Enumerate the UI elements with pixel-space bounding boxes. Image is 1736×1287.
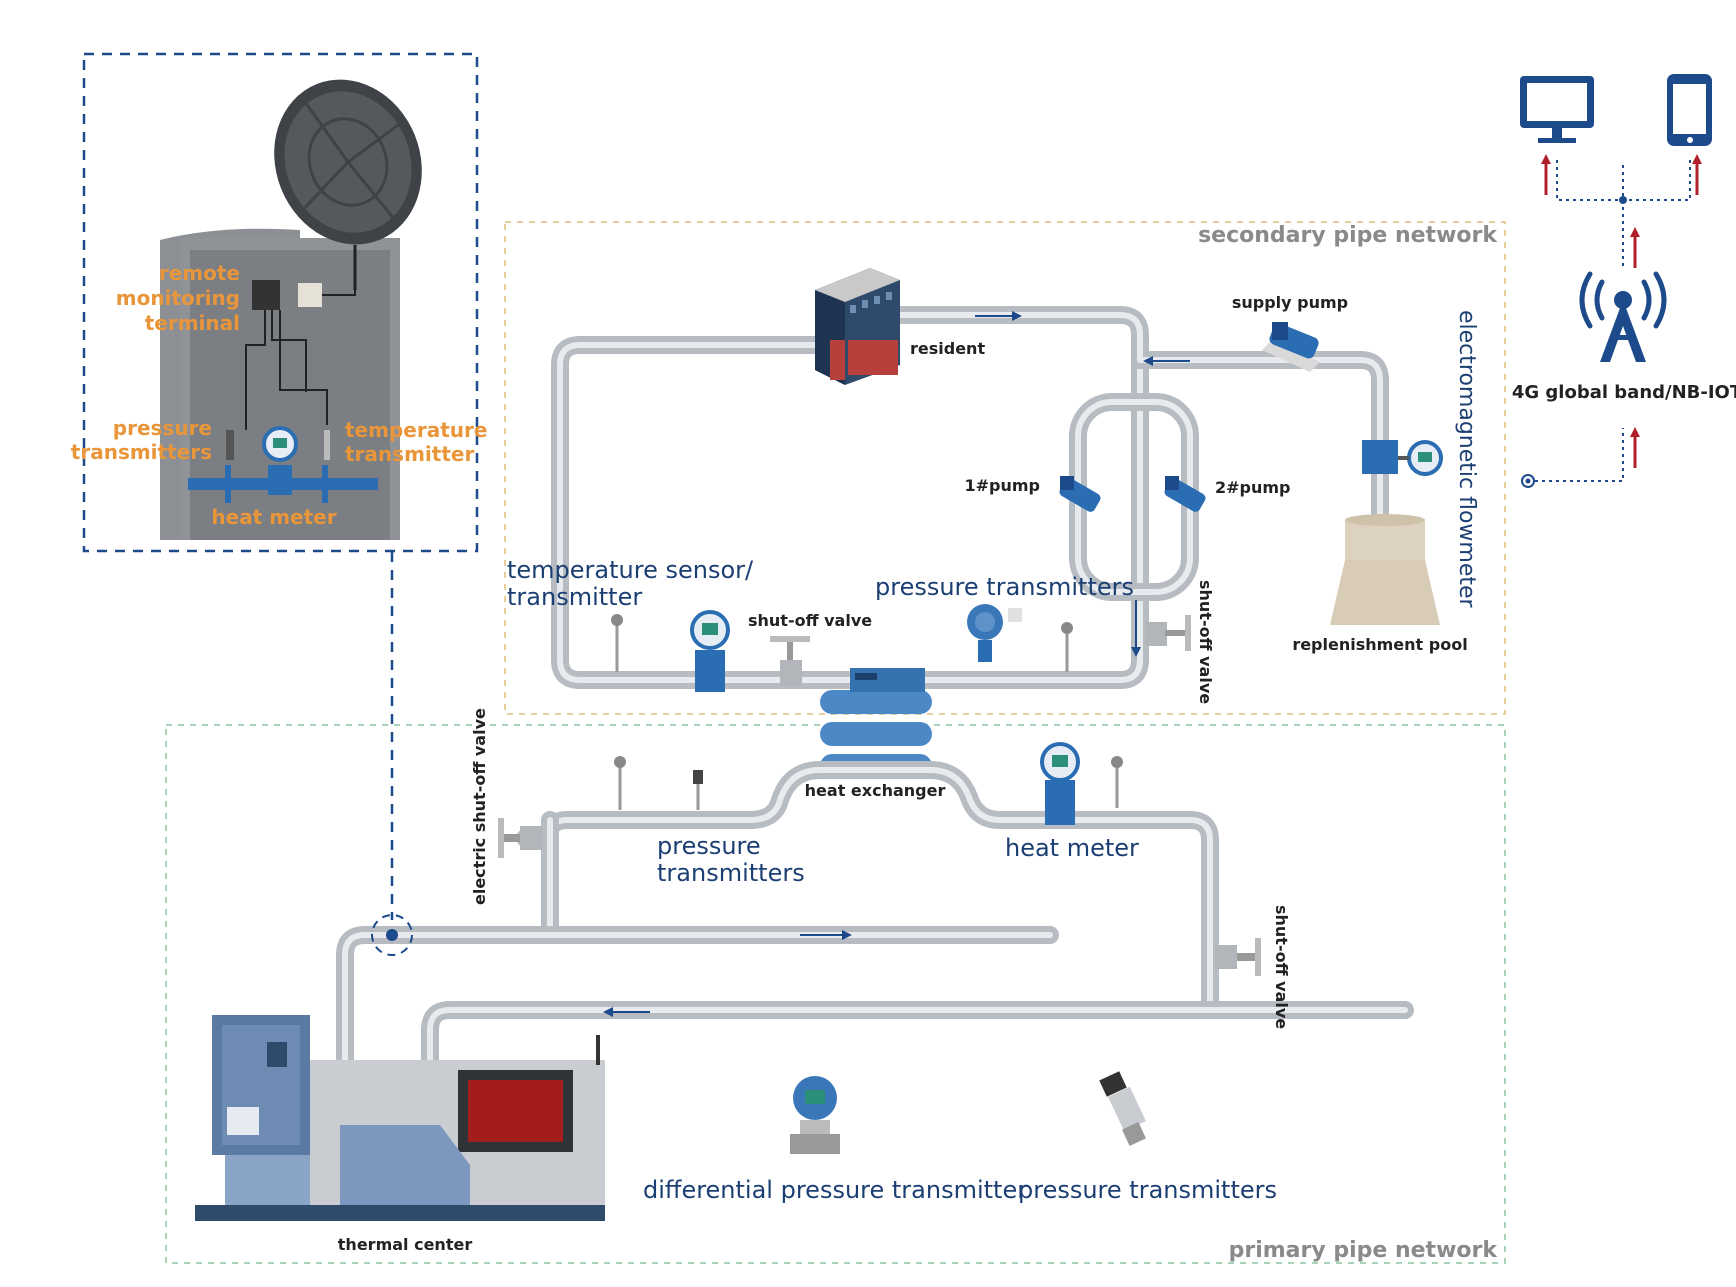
- inset-pressure-transmitters-line-2: transmitters: [71, 440, 212, 464]
- flowmeter-network-link: [1528, 428, 1624, 482]
- primary-heat-meter-label: heat meter: [1005, 834, 1139, 862]
- thermal-center-label: thermal center: [338, 1235, 473, 1254]
- monitor-icon: [1520, 76, 1594, 143]
- electric-shutoff-valve-icon: [498, 818, 542, 858]
- inset-remote-terminal-line-1: remote: [159, 261, 240, 285]
- pressure-transmitters-bottom-label: pressure transmitters: [1018, 1176, 1277, 1204]
- primary-shutoff-valve-label: shut-off valve: [1272, 905, 1291, 1029]
- secondary-heat-meter-icon: [690, 610, 730, 692]
- supply-pump-icon: [1262, 322, 1320, 372]
- resident-building-icon: [815, 268, 900, 385]
- supply-pump-label: supply pump: [1232, 293, 1348, 312]
- pipe-junction-node: [371, 914, 413, 956]
- pressure-transmitter-bottom-icon: [1099, 1071, 1146, 1146]
- heat-exchanger-label: heat exchanger: [805, 781, 946, 800]
- inset-pressure-transmitters-line-1: pressure: [113, 416, 212, 440]
- electromagnetic-flowmeter-label: electromagnetic flowmeter: [1454, 310, 1479, 609]
- inset-panel: remote monitoring terminal pressure tran…: [71, 52, 487, 553]
- electric-shutoff-valve-label: electric shut-off valve: [470, 708, 489, 905]
- pump-2-label: 2#pump: [1215, 478, 1291, 497]
- inset-remote-terminal-line-2: monitoring: [116, 286, 240, 310]
- primary-pressure-sensor-icon: [693, 770, 703, 810]
- primary-pressure-transmitters-line-2: transmitters: [657, 859, 805, 887]
- temperature-sensor-icon: [611, 614, 623, 672]
- inset-remote-terminal-line-3: terminal: [145, 311, 240, 335]
- pump-1-label: 1#pump: [964, 476, 1040, 495]
- secondary-pressure-transmitters-label: pressure transmitters: [875, 573, 1134, 601]
- inset-temperature-transmitter-line-1: temperature: [345, 418, 487, 442]
- replenishment-pool-icon: [1330, 514, 1440, 625]
- network-link-node: [1619, 196, 1627, 204]
- data-upload-arrows: [1541, 154, 1702, 468]
- secondary-temperature-probe-icon: [1061, 622, 1073, 672]
- temperature-sensor-label-line-2: transmitter: [507, 583, 642, 611]
- shutoff-valve-left-label: shut-off valve: [748, 611, 872, 630]
- primary-shutoff-valve-icon: [1215, 938, 1261, 976]
- electromagnetic-flowmeter-icon: [1362, 440, 1443, 476]
- antenna-tower-icon: [1579, 271, 1667, 362]
- pressure-transmitter-icon: [967, 604, 1022, 662]
- shutoff-valve-right-label: shut-off valve: [1196, 580, 1215, 704]
- primary-pipes: [336, 761, 1414, 1069]
- pump-1-icon: [1059, 476, 1101, 512]
- secondary-zone-border: [504, 221, 1506, 715]
- differential-pressure-transmitter-icon: [790, 1076, 840, 1154]
- shutoff-valve-left-icon: [770, 636, 810, 686]
- secondary-zone-label: secondary pipe network: [1198, 223, 1498, 248]
- thermal-center-boiler-icon: [195, 1015, 605, 1221]
- pump-2-icon: [1164, 476, 1206, 512]
- inset-temperature-transmitter-line-2: transmitter: [345, 442, 474, 466]
- primary-zone-label: primary pipe network: [1229, 1238, 1499, 1263]
- temperature-sensor-label-line-1: temperature sensor/: [507, 556, 754, 584]
- network-band-label: 4G global band/NB-IOT: [1512, 382, 1736, 403]
- primary-zone-border: [165, 724, 1506, 1264]
- primary-pressure-transmitters-line-1: pressure: [657, 832, 761, 860]
- primary-heat-meter-icon: [1040, 742, 1080, 825]
- inset-heat-meter-label: heat meter: [211, 505, 336, 529]
- differential-pressure-transmitter-label: differential pressure transmitter: [643, 1176, 1027, 1204]
- primary-temperature-probe-icon: [614, 756, 626, 810]
- satellite-dish-icon: [274, 79, 422, 290]
- shutoff-valve-right-icon: [1145, 615, 1191, 651]
- primary-heat-meter-probe-icon: [1111, 756, 1123, 808]
- smartphone-icon: [1667, 74, 1712, 146]
- resident-label: resident: [910, 339, 985, 358]
- replenishment-pool-label: replenishment pool: [1292, 635, 1467, 654]
